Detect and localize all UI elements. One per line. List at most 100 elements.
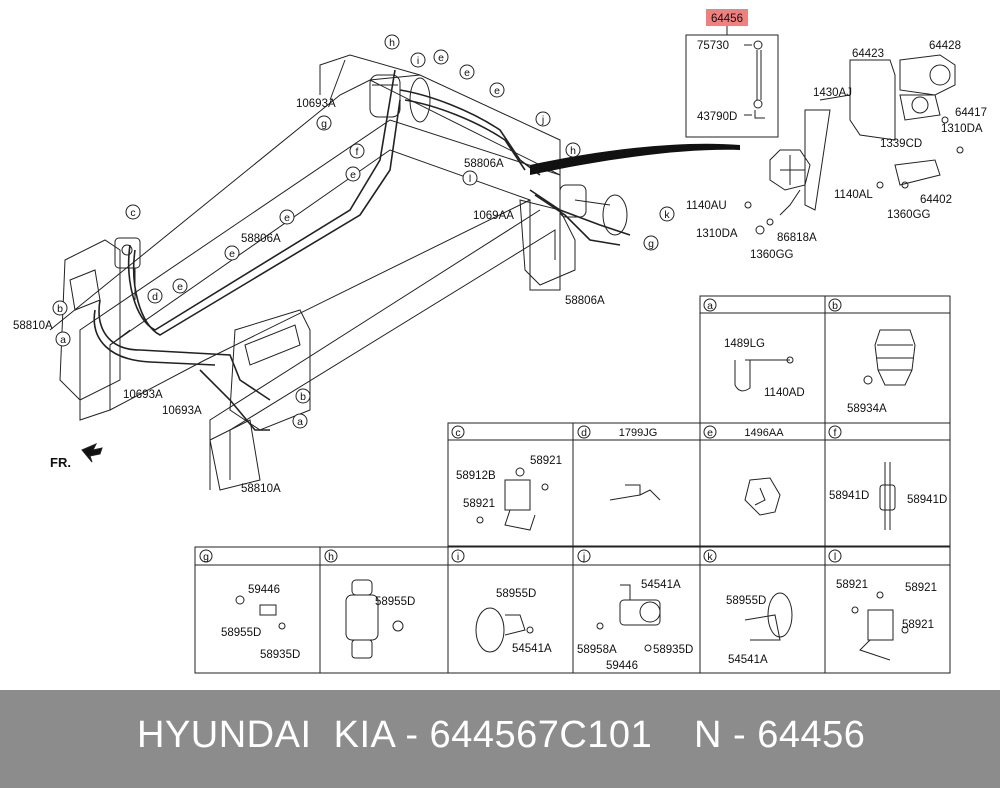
detail-letter-k: k (707, 551, 713, 563)
left-valve-assembly (114, 237, 141, 300)
detail-letter-a: a (707, 300, 713, 312)
detail-grid (194, 295, 951, 674)
label-10693a-b: 10693A (123, 389, 163, 401)
detail-g-label: 58955D (221, 627, 261, 639)
detail-l-label: 58921 (905, 582, 937, 594)
detail-g-label: 58935D (260, 649, 300, 661)
detail-f-label: 58941D (829, 490, 869, 502)
main-labels: 75730 43790D 64423 64428 1430AJ 64417 13… (13, 40, 987, 495)
label-1360gg: 1360GG (887, 209, 931, 221)
detail-l-label: 58921 (836, 579, 868, 591)
callout-letter: a (297, 416, 303, 428)
callout-letter: e (438, 52, 444, 64)
detail-a-label: 1489LG (724, 338, 765, 350)
label-1360gg-b: 1360GG (750, 249, 794, 261)
callout-letter: h (570, 145, 576, 157)
label-1430aj: 1430AJ (813, 87, 852, 99)
callout-letter: e (464, 67, 470, 79)
detail-k-label: 54541A (728, 654, 768, 666)
callout-letter: g (321, 118, 327, 130)
detail-letter-g: g (203, 551, 209, 563)
front-arrow-icon (81, 443, 103, 463)
callout-letter: e (177, 281, 183, 293)
detail-letter-f: f (834, 427, 837, 439)
label-86818a: 86818A (777, 232, 817, 244)
label-58810a: 58810A (13, 320, 53, 332)
detail-letter-h: h (328, 551, 334, 563)
callout-letter: k (664, 209, 670, 221)
top-air-spring (369, 74, 431, 123)
detail-letter-l: l (834, 551, 836, 563)
detail-g-fitting (235, 595, 286, 630)
parts-diagram: h i e e g f e e j h l k g c e e d e b a … (13, 9, 987, 674)
detail-j-label: 59446 (606, 660, 638, 672)
detail-letter-c: c (455, 427, 460, 439)
label-58806a-c: 58806A (565, 295, 605, 307)
detail-labels: 1489LG 1140AD 58934A 58912B 58921 58921 … (221, 338, 947, 672)
label-front: FR. (50, 455, 71, 470)
detail-j-label: 58935D (653, 644, 693, 656)
callout-letter: e (350, 169, 356, 181)
detail-a-label: 1140AD (764, 387, 805, 399)
callout-letter: e (229, 248, 235, 260)
detail-f-label: 58941D (907, 494, 947, 506)
detail-k-motor (744, 592, 793, 641)
highlight-box (706, 9, 748, 26)
label-1140au: 1140AU (686, 200, 727, 212)
label-1310da-b: 1310DA (696, 228, 738, 240)
callout-letter: l (469, 173, 471, 185)
footer-reference: N - 64456 (694, 714, 866, 756)
detail-letter-i: i (457, 551, 459, 563)
detail-g-label: 59446 (248, 584, 280, 596)
label-1310da: 1310DA (941, 123, 983, 135)
detail-c-valve (476, 467, 549, 531)
detail-d-clip (609, 484, 661, 501)
air-lines (93, 69, 631, 431)
footer-part-number: HYUNDAI KIA - 644567C101 (137, 714, 653, 756)
callouts (52, 34, 842, 563)
detail-c-label: 58912B (456, 470, 496, 482)
detail-h-strut (345, 579, 404, 659)
rear-air-spring (559, 184, 628, 236)
callout-letter: f (356, 146, 359, 158)
callout-letter: h (389, 37, 395, 49)
detail-k-label: 58955D (726, 595, 766, 607)
detail-b-label: 58934A (847, 403, 887, 415)
detail-letter-d: d (581, 427, 587, 439)
detail-letter-e: e (707, 427, 713, 439)
detail-letters: a b c d e f g h i j k l (203, 300, 838, 563)
detail-e-bracket (744, 477, 781, 516)
label-64417: 64417 (955, 107, 987, 119)
footer-bar: HYUNDAI KIA - 644567C101 N - 64456 (0, 690, 1000, 788)
callout-letter: b (57, 303, 63, 315)
detail-title-e: 1496AA (744, 427, 784, 439)
detail-l-label: 58921 (902, 619, 934, 631)
label-43790d: 43790D (697, 111, 737, 123)
detail-h-label: 58955D (375, 596, 415, 608)
detail-j-compressor (596, 584, 661, 652)
label-10693a: 10693A (296, 98, 336, 110)
label-1339cd: 1339CD (880, 138, 922, 150)
callout-letter: b (300, 391, 306, 403)
label-58810a-b: 58810A (241, 483, 281, 495)
detail-b-airspring (863, 329, 916, 386)
callout-letter: a (60, 334, 66, 346)
label-1069aa: 1069AA (473, 210, 514, 222)
callout-letter: g (648, 238, 654, 250)
label-10693a-c: 10693A (162, 405, 202, 417)
callout-letter: i (417, 55, 419, 67)
detail-i-label: 58955D (496, 588, 536, 600)
highlight-part-number: 64456 (711, 13, 743, 25)
height-sensor-assembly (744, 54, 964, 235)
label-58806a-b: 58806A (241, 233, 281, 245)
callout-letter: e (284, 212, 290, 224)
detail-c-label: 58921 (530, 455, 562, 467)
callout-letter: d (152, 291, 158, 303)
detail-i-motor (475, 607, 534, 653)
label-75730: 75730 (697, 40, 729, 52)
pointer-arrow (530, 143, 740, 175)
label-58806a: 58806A (464, 158, 504, 170)
detail-j-label: 58958A (577, 644, 617, 656)
label-64428: 64428 (929, 40, 961, 52)
detail-a-clip (734, 356, 794, 392)
